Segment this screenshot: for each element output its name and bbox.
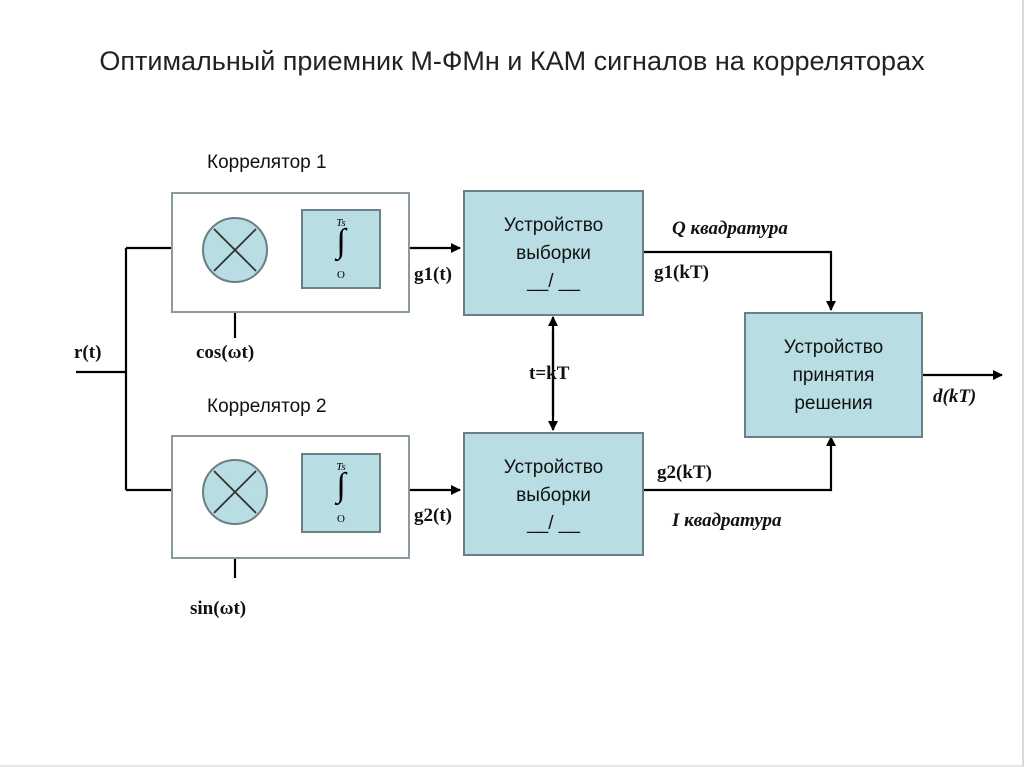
q-branch-arrow bbox=[642, 250, 836, 311]
mixer-2 bbox=[202, 459, 268, 525]
decision-line3: решения bbox=[794, 393, 873, 414]
sampler-2: Устройство выборки __/ __ bbox=[463, 432, 644, 556]
integral-icon: ∫ bbox=[336, 223, 346, 260]
integrator-1: Ts ∫ O bbox=[301, 209, 381, 289]
decision-line1: Устройство bbox=[783, 337, 884, 358]
sampler-1-line1: Устройство bbox=[503, 215, 604, 236]
decision-device: Устройство принятия решения bbox=[744, 312, 923, 438]
sample-clock-label: t=kT bbox=[529, 363, 570, 384]
i-branch-label: I квадратура bbox=[672, 510, 782, 531]
integrator-2: Ts ∫ O bbox=[301, 453, 381, 533]
g1-label: g1(t) bbox=[414, 264, 452, 285]
output-signal-label: d(kT) bbox=[933, 386, 977, 407]
decision-line2: принятия bbox=[792, 365, 875, 386]
switch-symbol: __/ __ bbox=[527, 513, 580, 534]
q-branch-label: Q квадратура bbox=[672, 218, 788, 239]
mixer-1 bbox=[202, 217, 268, 283]
g1-sample-label: g1(kT) bbox=[654, 262, 709, 283]
integral-upper-limit: Ts bbox=[336, 461, 346, 473]
integral-lower-limit: O bbox=[337, 513, 345, 525]
input-signal-label: r(t) bbox=[74, 342, 102, 363]
correlator-2-label: Коррелятор 2 bbox=[207, 396, 327, 417]
switch-symbol: __/ __ bbox=[527, 271, 580, 292]
sampler-1-line2: выборки bbox=[516, 243, 591, 264]
sampler-2-line2: выборки bbox=[516, 485, 591, 506]
sampler-1: Устройство выборки __/ __ bbox=[463, 190, 644, 316]
g2-sample-label: g2(kT) bbox=[657, 462, 712, 483]
multiply-icon bbox=[213, 228, 257, 272]
integral-lower-limit: O bbox=[337, 269, 345, 281]
i-branch-arrow bbox=[642, 436, 836, 492]
g2-label: g2(t) bbox=[414, 505, 452, 526]
multiply-icon bbox=[213, 470, 257, 514]
correlator-1-label: Коррелятор 1 bbox=[207, 152, 327, 173]
sampler-2-line1: Устройство bbox=[503, 457, 604, 478]
sin-reference-label: sin(ωt) bbox=[190, 598, 247, 619]
integral-upper-limit: Ts bbox=[336, 217, 346, 229]
integral-icon: ∫ bbox=[336, 467, 346, 504]
cos-reference-label: cos(ωt) bbox=[196, 342, 255, 363]
diagram-title: Оптимальный приемник М-ФМн и КАМ сигнало… bbox=[99, 46, 925, 76]
